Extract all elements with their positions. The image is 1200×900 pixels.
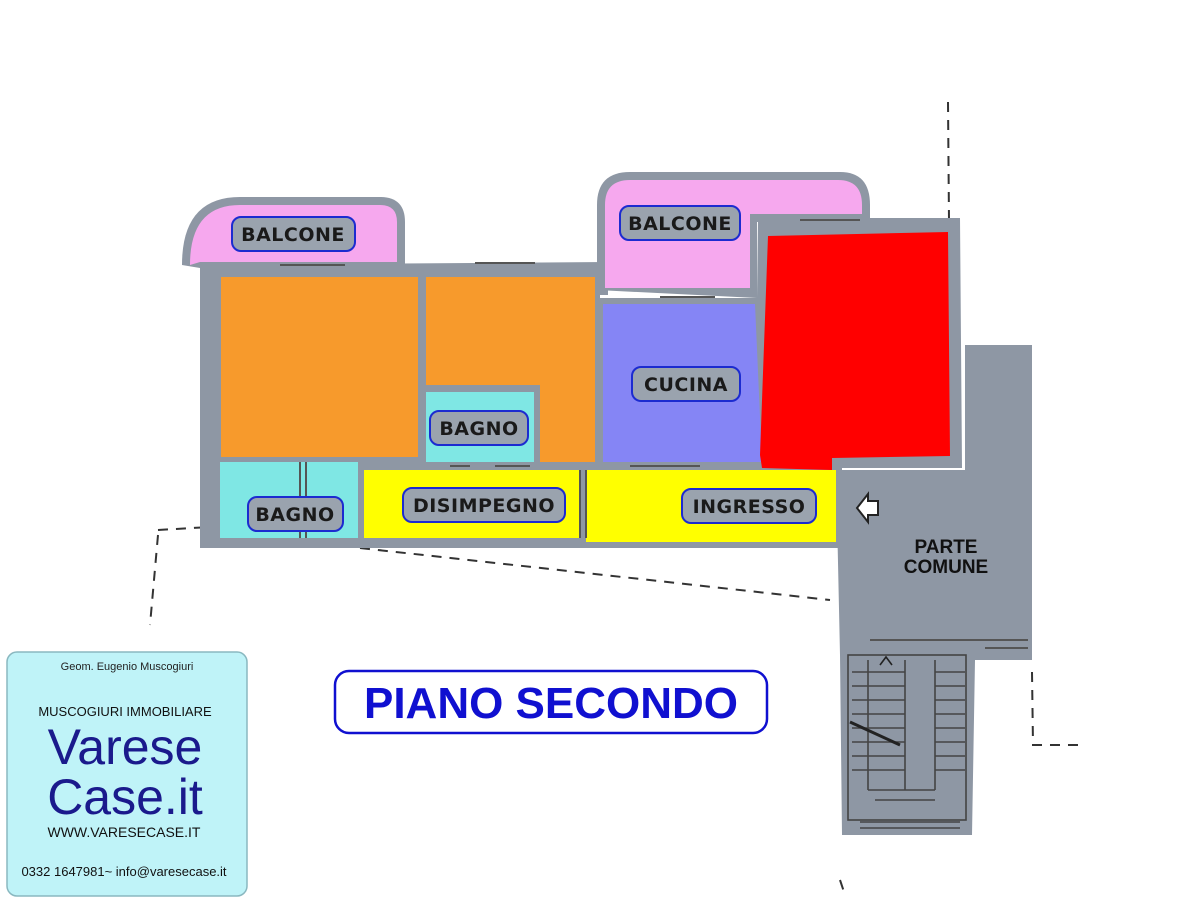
entrance-arrow-icon [855, 491, 879, 525]
label-cucina: CUCINA [631, 366, 741, 402]
label-parte-comune-line1: PARTE [915, 537, 978, 558]
label-bagno-center-text: BAGNO [439, 418, 518, 440]
label-balcone-right: BALCONE [619, 205, 741, 241]
wall-common-area [836, 345, 1032, 835]
label-balcone-left: BALCONE [231, 216, 356, 252]
label-ingresso: INGRESSO [681, 488, 817, 524]
floor-title-box: PIANO SECONDO [333, 669, 769, 735]
logo-contact: 0332 1647981~ info@varesecase.it [21, 864, 226, 879]
staircase [847, 654, 967, 829]
logo-author: Geom. Eugenio Muscogiuri [61, 661, 194, 673]
label-balcone-left-text: BALCONE [241, 224, 345, 246]
label-parte-comune-line2: COMUNE [904, 557, 988, 578]
logo-website: WWW.VARESECASE.IT [48, 824, 201, 840]
room-camera-1 [221, 277, 418, 457]
logo-brand-line2: Case.it [47, 769, 203, 825]
label-disimpegno: DISIMPEGNO [402, 487, 566, 523]
room-camera-2 [426, 277, 595, 462]
label-cucina-text: CUCINA [644, 374, 728, 396]
logo-brand-line1: Varese [48, 719, 203, 775]
label-balcone-right-text: BALCONE [628, 213, 732, 235]
company-logo: Geom. Eugenio Muscogiuri MUSCOGIURI IMMO… [6, 651, 248, 897]
label-bagno-left-text: BAGNO [255, 504, 334, 526]
room-soggiorno [760, 232, 950, 470]
room-labels: BALCONE BALCONE CUCINA BAGNO BAGNO DISIM… [231, 205, 817, 532]
label-ingresso-text: INGRESSO [693, 496, 806, 518]
floor-title: PIANO SECONDO [364, 679, 738, 728]
logo-company: MUSCOGIURI IMMOBILIARE [38, 704, 212, 719]
label-bagno-left: BAGNO [247, 496, 344, 532]
label-parte-comune: PARTE COMUNE [904, 537, 988, 578]
label-disimpegno-text: DISIMPEGNO [413, 495, 555, 517]
label-bagno-center: BAGNO [429, 410, 529, 446]
